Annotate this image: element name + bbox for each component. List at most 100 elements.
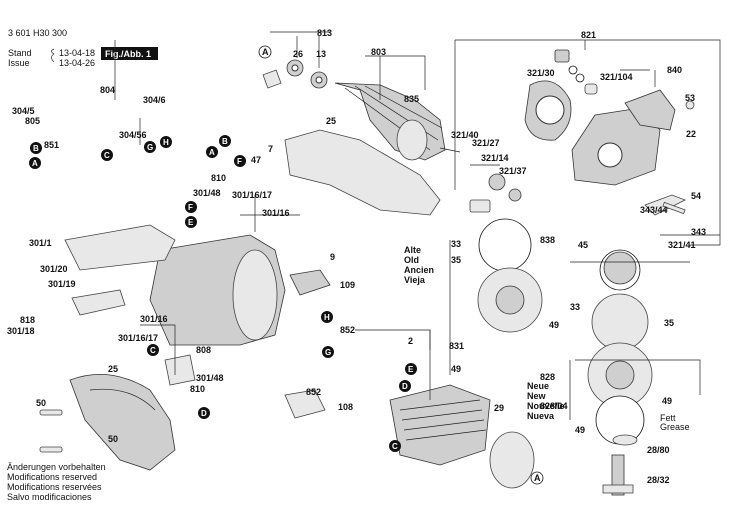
- label-49-b: 49: [451, 364, 461, 374]
- svg-text:A: A: [262, 47, 269, 57]
- leader-lines: [114, 31, 721, 420]
- label-838: 838: [540, 235, 555, 245]
- label-321-14: 321/14: [481, 153, 509, 163]
- svg-text:E: E: [408, 365, 414, 374]
- doc-number: 3 601 H30 300: [8, 28, 67, 38]
- label-301-16-bottom: 301/16: [140, 314, 168, 324]
- label-108: 108: [338, 402, 353, 412]
- svg-text:G: G: [147, 143, 153, 152]
- svg-text:Salvo modificaciones: Salvo modificaciones: [7, 492, 92, 502]
- label-852-top: 852: [340, 325, 355, 335]
- label-828: 828: [540, 372, 555, 382]
- svg-text:B: B: [222, 137, 228, 146]
- label-835: 835: [404, 94, 419, 104]
- label-821: 821: [581, 30, 596, 40]
- label-804: 804: [100, 85, 115, 95]
- svg-text:Vieja: Vieja: [404, 275, 426, 285]
- label-805: 805: [25, 116, 40, 126]
- spindle-group: [469, 173, 653, 496]
- label-301-20: 301/20: [40, 264, 68, 274]
- label-810-bottom: 810: [190, 384, 205, 394]
- label-33-old: 33: [451, 239, 461, 249]
- issue-date: 13-04-26: [59, 58, 95, 68]
- label-35-new: 35: [664, 318, 674, 328]
- label-301-19: 301/19: [48, 279, 76, 289]
- label-47: 47: [251, 155, 261, 165]
- svg-text:Neue: Neue: [527, 381, 549, 391]
- label-301-16-top: 301/16: [262, 208, 290, 218]
- svg-text:Nouvelle: Nouvelle: [527, 401, 565, 411]
- label-831: 831: [449, 341, 464, 351]
- label-852-bottom: 852: [306, 387, 321, 397]
- label-321-41: 321/41: [668, 240, 696, 250]
- svg-text:Modifications reservées: Modifications reservées: [7, 482, 102, 492]
- label-803: 803: [371, 47, 386, 57]
- gear-head-group: [524, 49, 695, 216]
- label-25-bottom: 25: [108, 364, 118, 374]
- svg-text:D: D: [402, 382, 408, 391]
- svg-text:A: A: [209, 148, 215, 157]
- svg-text:Old: Old: [404, 255, 419, 265]
- label-109: 109: [340, 280, 355, 290]
- issue-label: Issue: [8, 58, 30, 68]
- svg-text:C: C: [392, 442, 398, 451]
- handle-group: [39, 289, 176, 471]
- label-49-c: 49: [662, 396, 672, 406]
- svg-text:G: G: [325, 348, 331, 357]
- reference-markers: A A B 813A B A G H C F F E C D H G E D C: [29, 45, 544, 485]
- label-851: 851: [44, 140, 59, 150]
- svg-text:Alte: Alte: [404, 245, 421, 255]
- svg-text:D: D: [201, 409, 207, 418]
- label-33-new: 33: [570, 302, 580, 312]
- header-brace: [51, 48, 55, 63]
- label-28-80: 28/80: [647, 445, 670, 455]
- svg-text:F: F: [188, 203, 193, 212]
- label-301-1: 301/1: [29, 238, 52, 248]
- label-301-48-top: 301/48: [193, 188, 221, 198]
- label-321-30: 321/30: [527, 68, 555, 78]
- svg-text:B: B: [33, 144, 39, 153]
- label-321-104: 321/104: [600, 72, 633, 82]
- label-828-04: 828/04: [540, 401, 568, 411]
- svg-text:Modifications reserved: Modifications reserved: [7, 472, 97, 482]
- motor-housing-group: [64, 129, 441, 346]
- label-301-16-17-top: 301/16/17: [232, 190, 272, 200]
- version-new-block: Neue New Nouvelle Nueva: [527, 381, 565, 421]
- label-304-5: 304/5: [12, 106, 35, 116]
- svg-text:F: F: [237, 157, 242, 166]
- label-49-a: 49: [549, 320, 559, 330]
- svg-text:H: H: [163, 138, 169, 147]
- label-808: 808: [196, 345, 211, 355]
- label-301-18: 301/18: [7, 326, 35, 336]
- label-304-56: 304/56: [119, 130, 147, 140]
- label-9: 9: [330, 252, 335, 262]
- label-818: 818: [20, 315, 35, 325]
- svg-text:C: C: [104, 151, 110, 160]
- label-54: 54: [691, 191, 701, 201]
- label-53: 53: [685, 93, 695, 103]
- svg-text:A: A: [534, 473, 541, 483]
- label-28-32: 28/32: [647, 475, 670, 485]
- svg-text:Ancien: Ancien: [404, 265, 434, 275]
- field-coil-group: [164, 354, 535, 489]
- svg-text:New: New: [527, 391, 547, 401]
- label-26: 26: [293, 49, 303, 59]
- svg-text:E: E: [188, 218, 194, 227]
- label-321-27: 321/27: [472, 138, 500, 148]
- svg-text:Änderungen vorbehalten: Änderungen vorbehalten: [7, 462, 106, 472]
- label-50-b: 50: [108, 434, 118, 444]
- stand-date: 13-04-18: [59, 48, 95, 58]
- label-343-44: 343/44: [640, 205, 668, 215]
- version-old-block: Alte Old Ancien Vieja: [404, 245, 434, 285]
- label-304-6: 304/6: [143, 95, 166, 105]
- label-29: 29: [494, 403, 504, 413]
- label-321-37: 321/37: [499, 166, 527, 176]
- svg-text:H: H: [324, 313, 330, 322]
- label-810-top: 810: [211, 173, 226, 183]
- label-25-top: 25: [326, 116, 336, 126]
- grease-note: Fett Grease: [660, 413, 690, 432]
- label-22: 22: [686, 129, 696, 139]
- svg-text:C: C: [150, 346, 156, 355]
- part-labels: 813 26 13 803 821 835 321/30 321/104 840…: [7, 28, 706, 485]
